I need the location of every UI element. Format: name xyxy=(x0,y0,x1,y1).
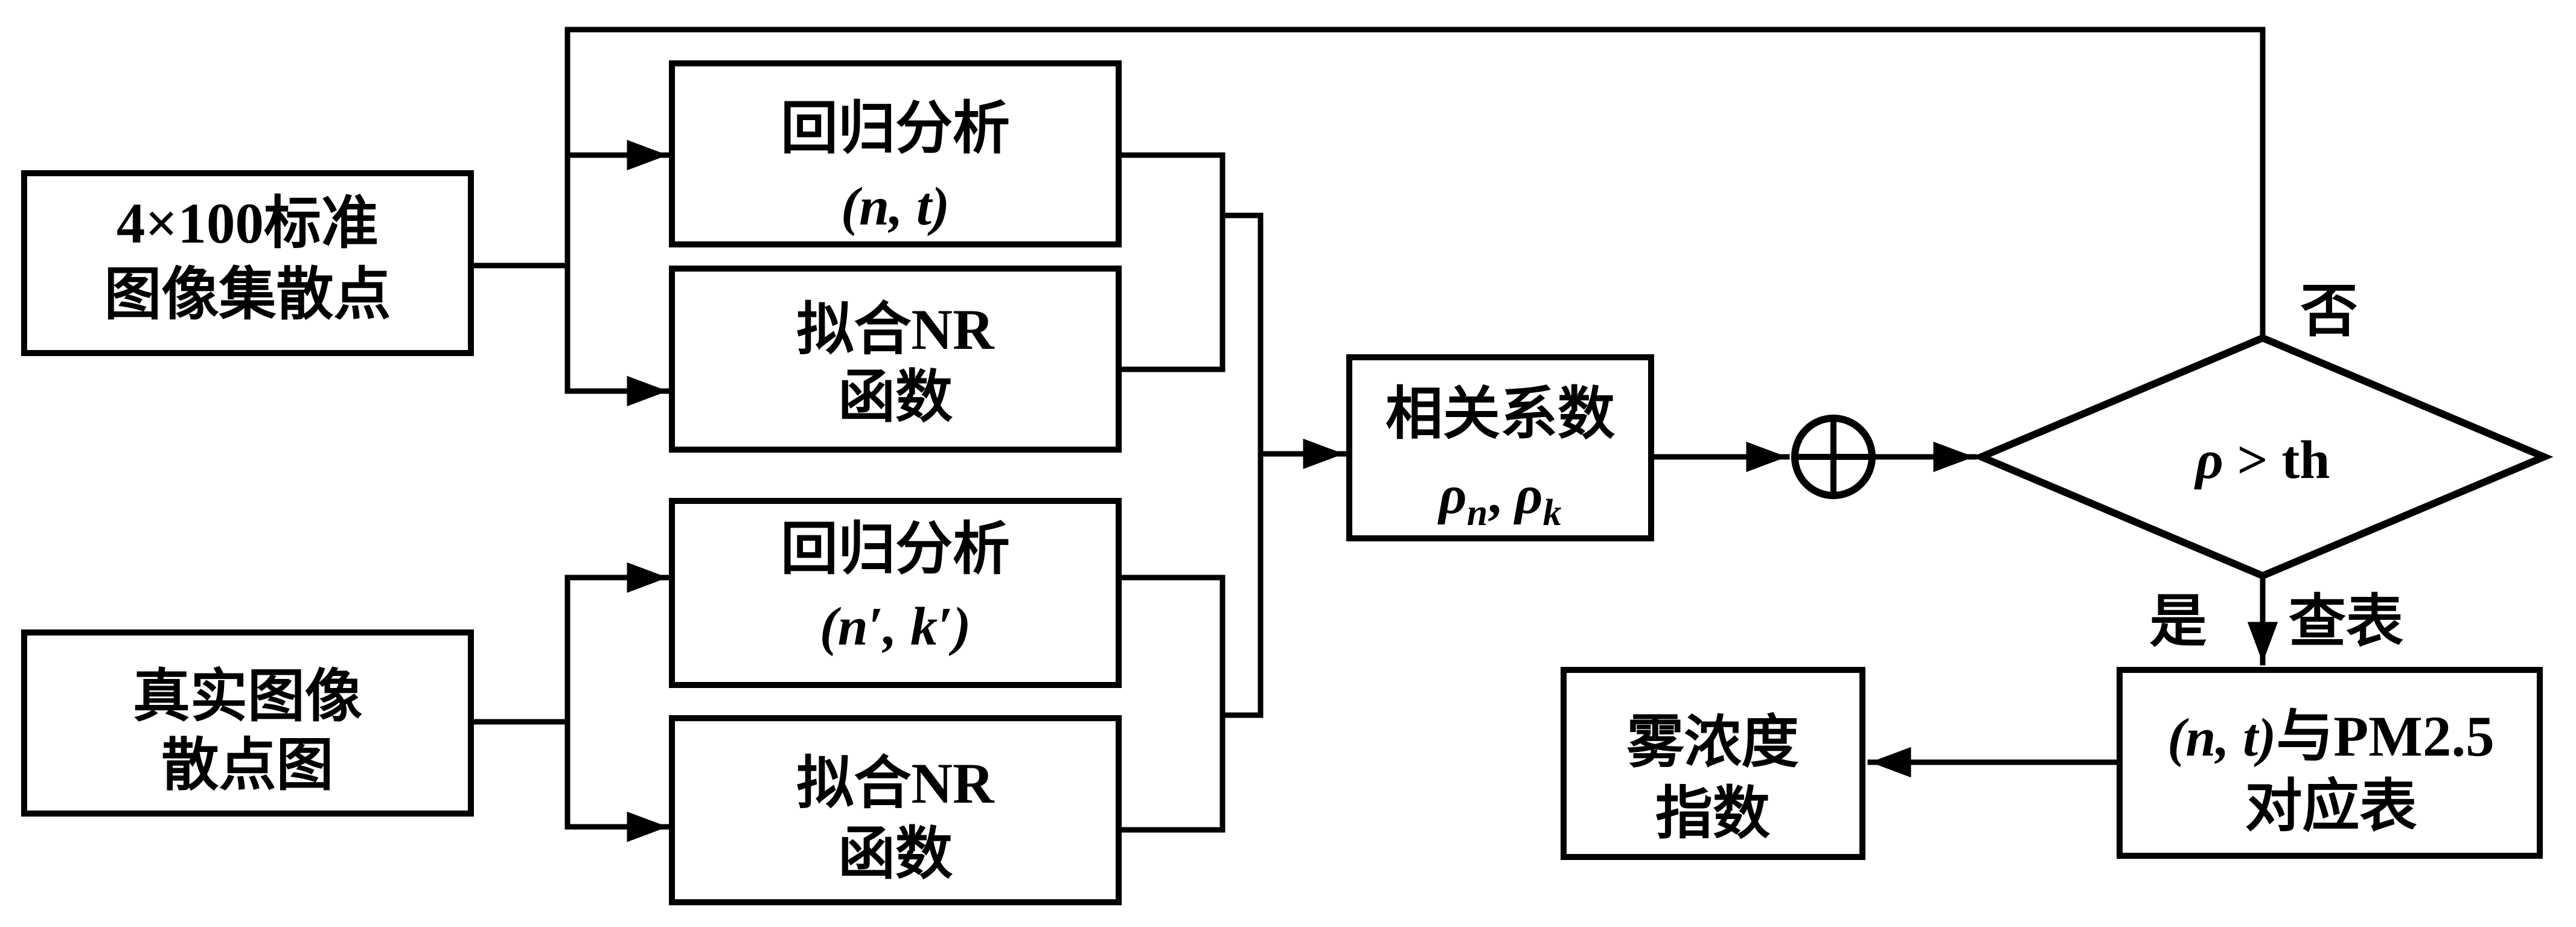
label-regression-nt-line2: (n, t) xyxy=(841,177,950,237)
box-correlation-coefficient xyxy=(1346,354,1654,541)
label-pm25-line2: 对应表 xyxy=(2245,774,2417,838)
label-branch-yes: 是 xyxy=(2149,590,2207,654)
box-real-image-scatter xyxy=(21,629,474,817)
connector-merge-bottom-pair xyxy=(1116,575,1226,833)
label-decision-threshold: > th xyxy=(2223,430,2330,490)
label-fit-nr-bottom-line1: 拟合NR xyxy=(796,751,995,815)
box-fit-nr-bottom xyxy=(669,715,1122,905)
box-standard-image-set xyxy=(21,170,474,356)
label-fit-nr-top-line1: 拟合NR xyxy=(796,298,995,362)
label-rho-n: ρ xyxy=(1437,465,1466,525)
connector-feedback-no-line xyxy=(564,27,2266,394)
connector-merge-top-pair xyxy=(1116,152,1226,372)
box-fit-nr-top xyxy=(669,266,1122,453)
connector-collector-vertical xyxy=(1219,212,1264,718)
label-regression-nt-line1: 回归分析 xyxy=(781,97,1010,161)
box-regression-nk xyxy=(669,498,1122,688)
label-rho-separator: , xyxy=(1488,465,1515,525)
label-regression-nk-line1: 回归分析 xyxy=(781,517,1010,581)
label-standard-set-line2: 图像集散点 xyxy=(104,263,391,327)
box-pm25-lookup-table xyxy=(2117,667,2543,859)
label-decision-rho: ρ xyxy=(2194,430,2223,490)
label-rho-k: ρ xyxy=(1513,465,1542,525)
label-fit-nr-bottom-line2: 函数 xyxy=(838,822,953,886)
label-decision-condition: ρ > th xyxy=(2194,430,2330,490)
label-pm25-line1: (n, t)与PM2.5 xyxy=(2167,704,2494,768)
box-fog-density-index xyxy=(1561,667,1865,860)
label-correlation-line1: 相关系数 xyxy=(1385,382,1615,446)
label-pm25-line1-math: (n, t) xyxy=(2167,708,2276,768)
combine-circle xyxy=(1791,415,1876,499)
label-real-image-line2: 散点图 xyxy=(161,733,333,797)
decision-diamond xyxy=(1972,334,2554,580)
label-correlation-line2: ρn, ρk xyxy=(1437,465,1561,534)
label-regression-nk-line2: (n′, k′) xyxy=(820,597,971,657)
label-fog-index-line2: 指数 xyxy=(1655,782,1770,846)
label-fit-nr-top-line2: 函数 xyxy=(838,365,953,429)
label-standard-set-line1: 4×100标准 xyxy=(117,191,379,255)
circle-plus-icon xyxy=(1791,415,1876,499)
label-rho-k-subscript: k xyxy=(1543,492,1562,534)
label-rho-n-subscript: n xyxy=(1467,492,1488,534)
label-branch-no: 否 xyxy=(2300,279,2357,343)
label-pm25-line1-text: 与PM2.5 xyxy=(2276,704,2494,768)
label-branch-lookup: 查表 xyxy=(2289,590,2403,654)
label-fog-index-line1: 雾浓度 xyxy=(1626,710,1798,774)
label-real-image-line1: 真实图像 xyxy=(133,664,362,728)
box-regression-nt xyxy=(669,60,1122,247)
